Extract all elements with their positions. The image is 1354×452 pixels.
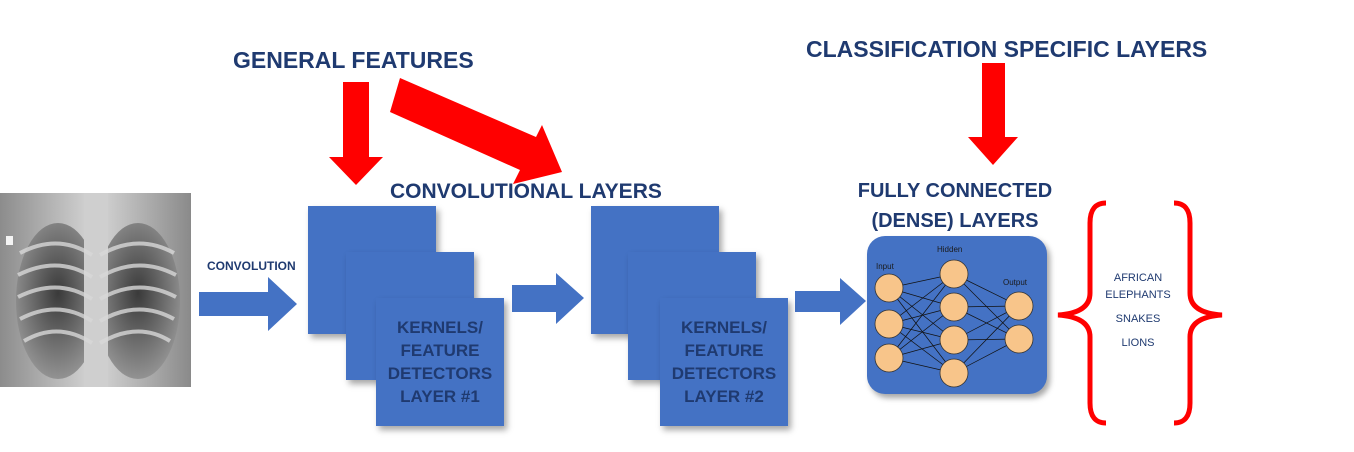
fully-connected-line1: FULLY CONNECTED: [857, 180, 1053, 202]
layer2-line1: KERNELS/: [681, 318, 767, 337]
layer1-line1: KERNELS/: [397, 318, 483, 337]
layer2-line3: DETECTORS: [671, 364, 777, 383]
general-features-heading: GENERAL FEATURES: [233, 47, 474, 73]
layer1-line3: DETECTORS: [387, 364, 493, 383]
brace-right: [1173, 200, 1223, 426]
layer1-line2: FEATURE: [400, 341, 480, 360]
curly-brace: [1057, 200, 1223, 426]
hidden-node: [939, 292, 969, 322]
hidden-label: Hidden: [937, 245, 963, 254]
classification-down-arrow: [968, 63, 1018, 165]
brace-left: [1057, 200, 1107, 426]
neural-network-svg: [874, 259, 1034, 388]
layer1-box-front: KERNELS/ FEATURE DETECTORS LAYER #1: [376, 298, 504, 426]
layer2-line4: LAYER #2: [684, 387, 764, 406]
blue-arrow-2: [512, 273, 584, 324]
input-node: [874, 273, 904, 303]
class-labels: AFRICAN ELEPHANTS SNAKES LIONS: [1088, 270, 1188, 352]
convolution-label: CONVOLUTION: [207, 259, 296, 273]
input-node: [874, 309, 904, 339]
neural-network-diagram: Input Hidden Output: [867, 236, 1047, 394]
class-african: AFRICAN: [1113, 272, 1163, 284]
hidden-node: [939, 358, 969, 388]
chest-xray-image: [0, 193, 191, 387]
hidden-node: [939, 259, 969, 289]
class-lions: LIONS: [1121, 337, 1155, 349]
output-label: Output: [1003, 278, 1028, 287]
classification-specific-heading: CLASSIFICATION SPECIFIC LAYERS: [806, 36, 1208, 62]
input-label: Input: [876, 262, 894, 271]
hidden-node: [939, 325, 969, 355]
fully-connected-line2: (DENSE) LAYERS: [871, 210, 1039, 232]
layer2-line2: FEATURE: [684, 341, 764, 360]
blue-arrow-3: [795, 278, 866, 325]
input-node: [874, 343, 904, 373]
fully-connected-heading: FULLY CONNECTED (DENSE) LAYERS: [840, 176, 1070, 236]
general-down-arrow: [329, 82, 383, 185]
convolutional-layers-heading: CONVOLUTIONAL LAYERS: [390, 180, 662, 203]
layer2-box-front: KERNELS/ FEATURE DETECTORS LAYER #2: [660, 298, 788, 426]
blue-arrow-1: [199, 277, 297, 331]
class-elephants: ELEPHANTS: [1105, 289, 1171, 301]
class-snakes: SNAKES: [1115, 313, 1161, 325]
output-node: [1004, 291, 1034, 321]
layer1-line4: LAYER #1: [400, 387, 480, 406]
output-node: [1004, 324, 1034, 354]
general-diagonal-arrow: [390, 78, 562, 184]
